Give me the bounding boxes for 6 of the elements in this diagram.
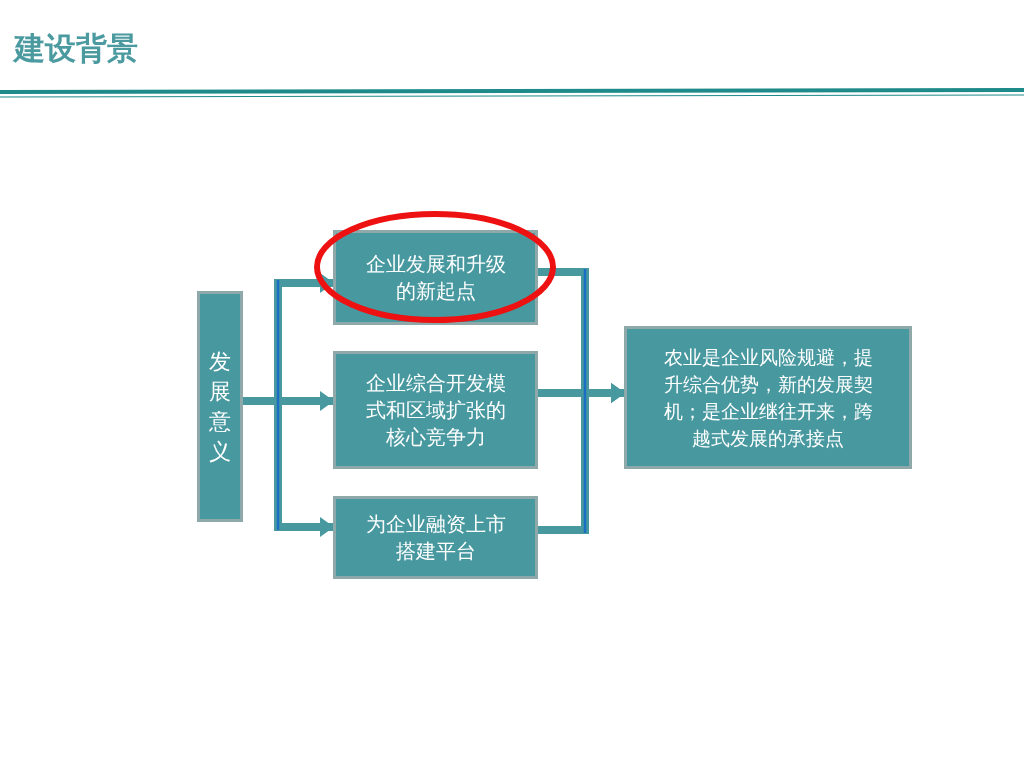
text-box: 企业综合开发模式和区域扩张的核心竞争力 [333,351,538,469]
heading-box: 发展意义 [197,291,243,522]
text-box: 农业是企业风险规避，提升综合优势，新的发展契机；是企业继往开来，跨越式发展的承接点 [624,326,912,469]
text-box: 企业发展和升级的新起点 [333,230,538,325]
slide-title: 建设背景 [14,29,138,68]
text-box: 为企业融资上市搭建平台 [333,496,538,579]
